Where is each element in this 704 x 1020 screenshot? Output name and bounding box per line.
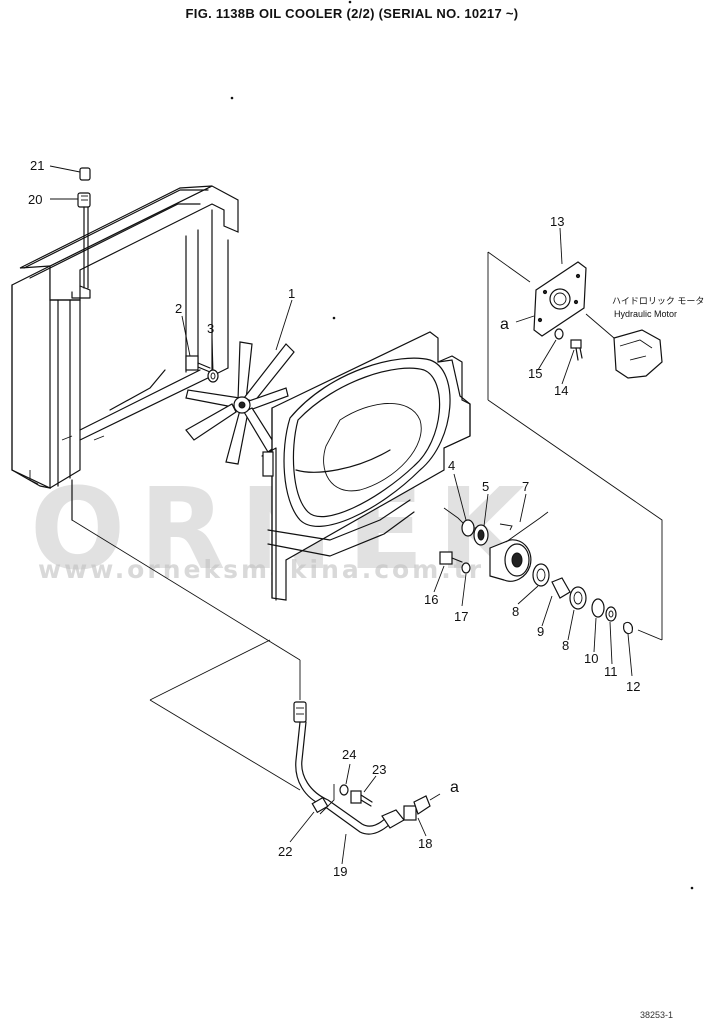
grease-fittings [71,167,91,521]
cooler-frame [11,185,239,489]
hose-assembly [71,519,441,835]
motor-label-jp: ハイドロリック モータ [612,296,704,306]
reference-letter-a-top: a [500,316,509,333]
callout-14: 14 [554,383,568,398]
callout-3: 3 [207,321,214,336]
callout-24: 24 [342,747,356,762]
hub-assembly [439,507,633,635]
callout-16: 16 [424,592,438,607]
callout-numbers: 1 2 3 4 5 7 8 9 8 10 11 12 13 14 15 16 1… [28,158,640,879]
fan [185,341,295,465]
watermark-url: www.orneksmakina.com.tr [38,555,484,584]
callout-20: 20 [28,192,42,207]
motor-mount-box [487,251,663,641]
callout-2: 2 [175,301,182,316]
figure-title: FIG. 1138B OIL COOLER (2/2) (SERIAL NO. … [185,6,519,21]
leader-lines [49,165,633,865]
fan-shroud [261,331,471,601]
callout-12: 12 [626,679,640,694]
callout-18: 18 [418,836,432,851]
fan-bolt-washer [185,355,219,383]
motor-label-en: Hydraulic Motor [614,309,677,319]
callout-7: 7 [522,479,529,494]
callout-9: 9 [537,624,544,639]
drawing-code: 38253-1 [640,1010,673,1020]
callout-23: 23 [372,762,386,777]
callout-17: 17 [454,609,468,624]
callout-8-b: 8 [562,638,569,653]
callout-21: 21 [30,158,44,173]
callout-13: 13 [550,214,564,229]
callout-11: 11 [604,664,618,679]
callout-8-a: 8 [512,604,519,619]
reference-letter-a-bottom: a [450,779,459,796]
callout-10: 10 [584,651,598,666]
callout-1: 1 [288,286,295,301]
callout-19: 19 [333,864,347,879]
callout-5: 5 [482,479,489,494]
callout-15: 15 [528,366,542,381]
callout-22: 22 [278,844,292,859]
callout-4: 4 [448,458,455,473]
